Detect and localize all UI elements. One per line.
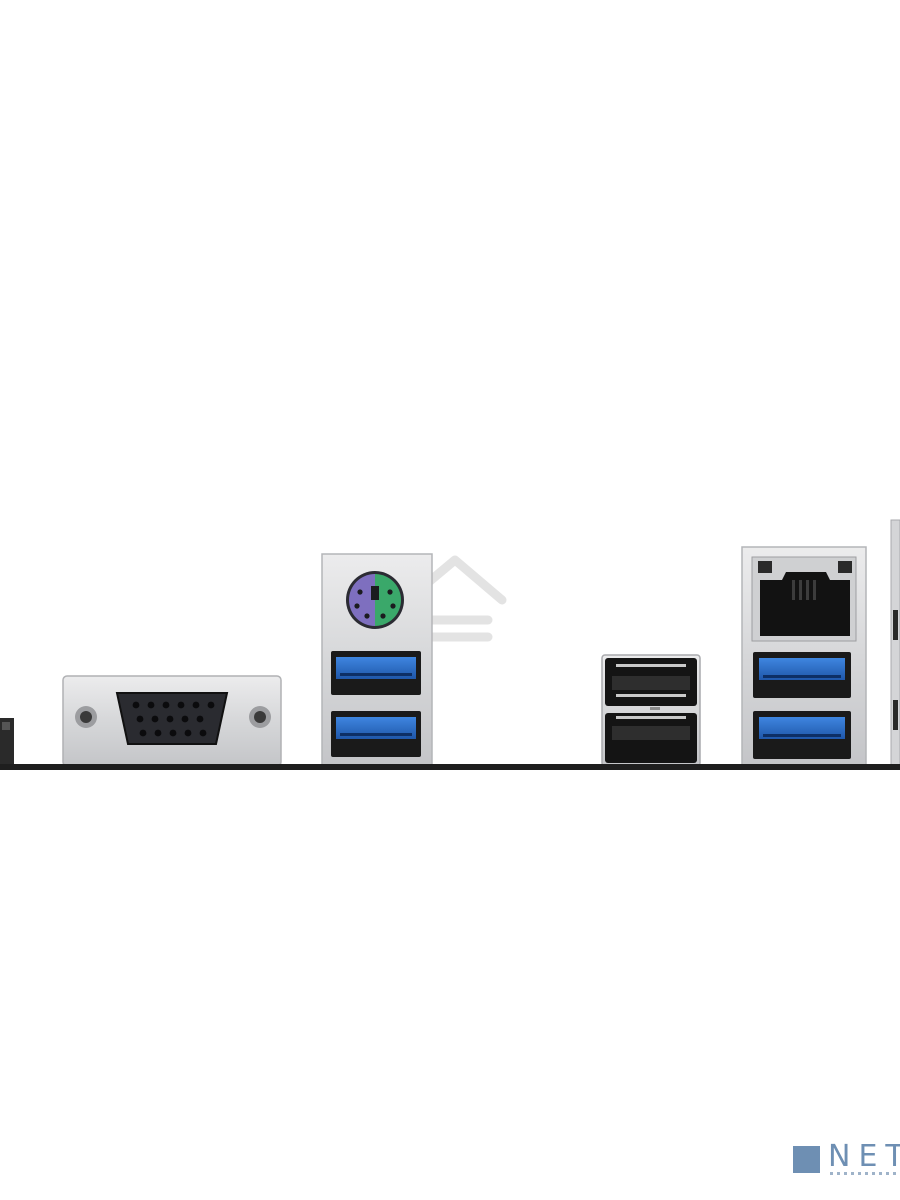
usb3-port-icon [753,652,851,698]
usb3-port-icon [331,651,421,695]
connector-edge-icon [0,718,14,766]
logo-text: NET [828,1139,900,1174]
usb3-port-icon [753,711,851,759]
pcb-edge [0,764,900,770]
logo-subtext [830,1172,900,1175]
usb3-port-icon [331,711,421,757]
usb2-port-icon [605,658,697,706]
logo-square-icon [793,1146,820,1173]
usb2-port-icon [605,707,697,763]
ps2-port-icon [346,571,404,629]
ethernet-port-icon [751,556,857,642]
lan-usb-stack [741,546,867,767]
usb2-stack [601,654,701,767]
right-edge-bracket [890,519,900,767]
netlab-logo: NET [790,1138,900,1182]
vga-port-icon [62,675,282,767]
ps2-usb-stack [321,553,433,767]
